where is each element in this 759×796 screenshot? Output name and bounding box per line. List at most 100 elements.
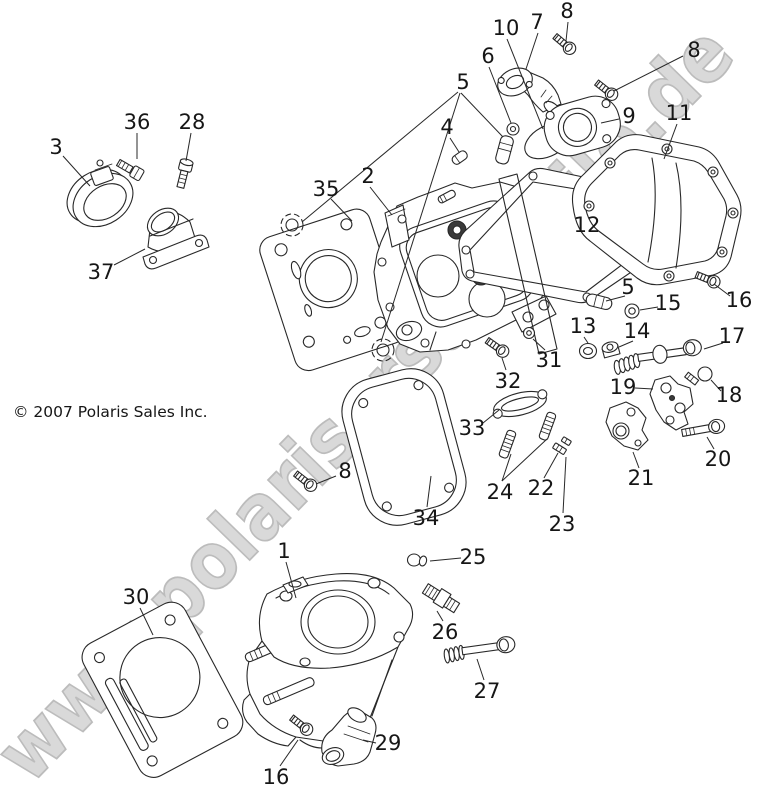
part-number-2: 2 [361,164,374,188]
part-number-13: 13 [570,314,597,338]
part-number-18: 18 [716,383,743,407]
leader-line-8 [613,55,684,92]
part-30-base-gasket [81,601,244,778]
part-11-valve-cover [571,134,742,286]
part-15-nut [624,303,640,319]
leader-line-6 [488,66,512,124]
part-number-1: 1 [277,539,290,563]
leader-line-19 [634,387,654,390]
leader-line-3 [62,155,91,187]
part-28-bolt [176,158,194,189]
leader-line-11 [663,123,678,160]
part-number-9: 9 [622,104,635,128]
leader-line-37 [113,248,146,266]
part-3-clamp [66,159,134,228]
part-20-bolt [681,418,726,437]
part-37-intake-boot [142,207,210,270]
leader-line-25 [429,557,462,562]
part-5-dowel-pin-right [585,293,613,311]
part-8-screw-a [550,30,579,58]
leader-line-22 [543,452,559,479]
part-number-19: 19 [610,375,637,399]
part-number-10: 10 [493,16,520,40]
leader-line-32 [501,357,507,371]
leader-line-5 [605,295,626,302]
part-27-long-bolt [443,636,516,664]
leader-line-15 [639,306,659,311]
part-number-17: 17 [719,324,746,348]
part-number-34: 34 [413,506,440,530]
part-number-33: 33 [459,416,486,440]
leader-line-35 [330,198,353,222]
leader-line-4 [449,137,460,153]
part-number-12: 12 [574,213,601,237]
callout-frame-31 [498,173,558,355]
leader-line-16 [713,283,731,297]
part-19-rocker-arm-upper [649,375,694,431]
part-number-11: 11 [666,101,693,125]
part-number-6: 6 [481,44,494,68]
part-number-8: 8 [560,0,573,23]
part-17-long-bolt [613,339,702,375]
part-number-36: 36 [124,110,151,134]
part-5-dowel-pin-upper [495,135,514,165]
part-number-21: 21 [628,466,655,490]
part-24-studs [498,411,557,459]
part-13-seal-washer [578,342,598,360]
leader-line-29 [362,739,377,744]
part-25-cap [406,553,428,567]
leader-line-24 [501,438,548,482]
leader-line-27 [476,658,485,681]
leader-lines [62,21,731,767]
leader-line-23 [562,456,567,514]
part-number-20: 20 [705,447,732,471]
leader-line-26 [436,610,444,622]
leader-line-28 [185,132,192,162]
leader-line-17 [703,342,724,350]
part-35-head-gasket [259,208,406,372]
part-number-3: 3 [49,135,62,159]
leader-line-5 [301,91,459,223]
part-21-rocker-arm-lower [605,401,649,451]
leader-line-7 [525,32,539,70]
leader-line-30 [139,607,154,636]
leader-line-5 [460,92,504,138]
part-number-16: 16 [726,288,753,312]
part-number-8: 8 [687,38,700,62]
leader-line-21 [632,451,640,469]
leader-line-13 [583,336,589,344]
leader-line-14 [618,340,634,348]
part-number-37: 37 [88,260,115,284]
part-number-29: 29 [375,731,402,755]
part-number-15: 15 [655,291,682,315]
part-number-31: 31 [536,348,563,372]
leader-line-8 [315,475,337,485]
part-18-adjuster-screw [684,366,713,386]
leader-line-24 [501,453,512,482]
leader-line-34 [426,475,432,508]
leader-line-18 [710,379,722,392]
leader-line-16 [279,739,299,767]
part-number-5: 5 [621,275,634,299]
part-number-32: 32 [495,369,522,393]
part-22-clip [552,442,567,455]
part-number-25: 25 [460,545,487,569]
part-23-clip [560,436,572,446]
part-number-16: 16 [263,765,290,789]
part-31-valve-seal [522,326,536,340]
part-9-outlet-housing [543,95,621,157]
part-29-elbow-fitting [321,707,377,767]
part-number-30: 30 [123,585,150,609]
part-4-pin [451,150,468,165]
part-number-27: 27 [474,679,501,703]
part-number-26: 26 [432,620,459,644]
leader-line-5 [380,92,461,343]
line-art [66,30,742,778]
part-number-5: 5 [456,70,469,94]
part-number-22: 22 [528,476,555,500]
part-7-water-outlet [497,67,562,116]
leader-line-10 [506,38,544,130]
